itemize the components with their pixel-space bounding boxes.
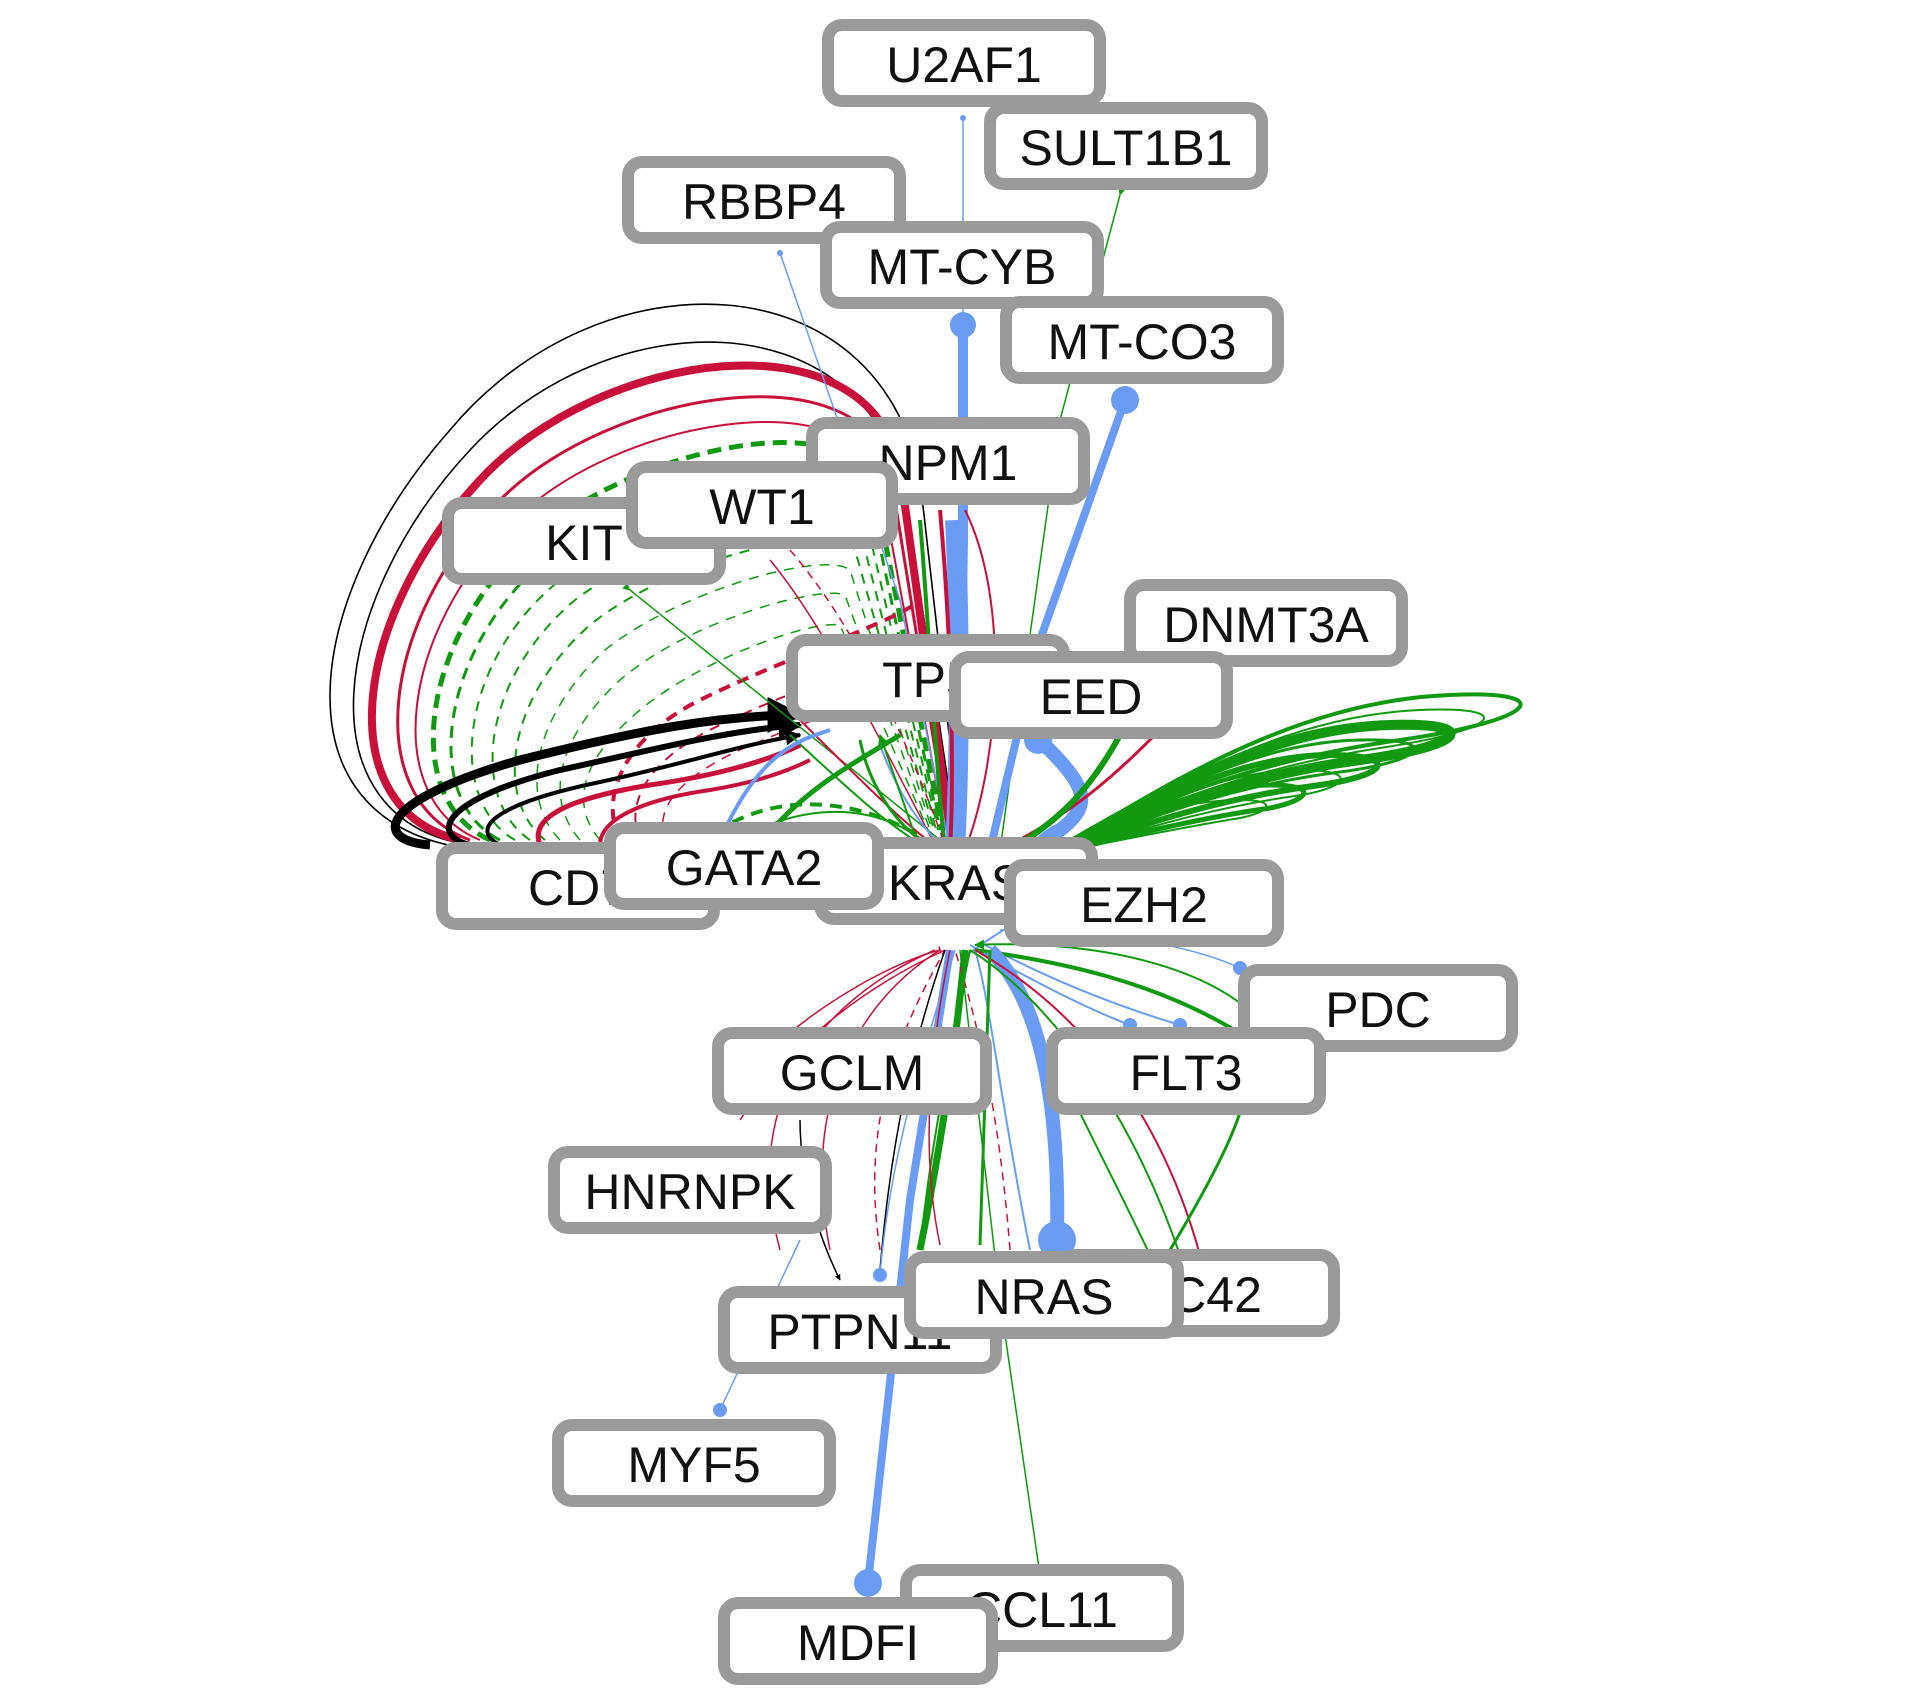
node-box	[949, 651, 1233, 739]
node-label: NPM1	[879, 435, 1018, 491]
node-label: KRAS	[888, 855, 1024, 911]
node-label: DNMT3A	[1163, 597, 1369, 653]
node-box	[820, 221, 1104, 309]
node-box	[1000, 296, 1284, 384]
node-label: MYF5	[627, 1437, 760, 1493]
node-label: MT-CYB	[868, 239, 1057, 295]
edge-mtco3-dot	[1111, 386, 1139, 414]
edge-loop-red-dash-2	[634, 639, 911, 841]
node-label: U2AF1	[886, 37, 1042, 93]
edge-cd7-tp53-black-2	[445, 714, 803, 848]
node-box	[626, 461, 898, 549]
node-sult1b1[interactable]: SULT1B1	[984, 102, 1268, 190]
edge-mtcyb-dot	[950, 312, 976, 338]
node-box	[552, 1419, 836, 1507]
edge-mdfi-dot	[854, 1569, 882, 1597]
node-gclm[interactable]: GCLM	[712, 1027, 992, 1115]
node-box	[622, 156, 906, 244]
node-box	[984, 102, 1268, 190]
node-eed[interactable]: EED	[949, 651, 1233, 739]
node-box	[1238, 964, 1518, 1052]
node-box	[604, 822, 884, 910]
node-gata2[interactable]: GATA2	[604, 822, 884, 910]
edge-flt3-kras-b	[984, 944, 1181, 1026]
edge-loop-black-2	[352, 341, 956, 846]
node-label: GATA2	[666, 840, 823, 896]
edge-loop-green-4	[491, 513, 937, 841]
edge-nras-kras-blue	[984, 945, 1065, 1241]
node-u2af1[interactable]: U2AF1	[822, 19, 1106, 107]
node-mt-co3[interactable]: MT-CO3	[1000, 296, 1284, 384]
edge-nras-dot	[1038, 1221, 1076, 1259]
edge-nras-kras-thin	[974, 949, 1031, 1251]
node-box	[718, 1597, 998, 1685]
edge-right-loop-6	[1059, 768, 1342, 851]
edge-kit-kras	[622, 582, 941, 841]
node-box	[548, 1146, 832, 1234]
edge-cd7-red-5	[598, 758, 811, 846]
node-box	[712, 1027, 992, 1115]
node-label: MDFI	[797, 1615, 919, 1671]
node-box	[1004, 859, 1284, 947]
edge-loop-green-7	[559, 592, 931, 841]
node-myf5[interactable]: MYF5	[552, 1419, 836, 1507]
node-nras[interactable]: NRAS	[904, 1251, 1184, 1339]
node-label: FLT3	[1130, 1045, 1243, 1101]
edge-pdc-kras-2	[974, 948, 1252, 1042]
node-hnrnpk[interactable]: HNRNPK	[548, 1146, 832, 1234]
node-mt-cyb[interactable]: MT-CYB	[820, 221, 1104, 309]
node-box	[904, 1251, 1184, 1339]
node-mdfi[interactable]: MDFI	[718, 1597, 998, 1685]
edge-right-loop-5	[1058, 751, 1381, 853]
edge-loop-red-1	[368, 361, 954, 844]
edge-loop-black-1	[329, 303, 961, 851]
node-box	[1046, 1027, 1326, 1115]
node-label: KIT	[545, 515, 623, 571]
node-label: GCLM	[780, 1045, 924, 1101]
node-box	[1124, 579, 1408, 667]
edge-cd7-tp53-black-1	[390, 697, 804, 850]
edge-cd7-kras-blue	[718, 728, 831, 841]
node-ezh2[interactable]: EZH2	[1004, 859, 1284, 947]
edge-cd7-red-4	[535, 742, 802, 846]
node-label: WT1	[709, 479, 815, 535]
edge-group-right-loops	[1057, 692, 1523, 855]
edge-right-loop-8	[1059, 798, 1268, 851]
edge-wt1-kras-2	[789, 549, 946, 846]
edge-loop-green-6	[536, 564, 933, 841]
edge-loop-red-2	[396, 395, 950, 842]
edge-loop-red-dash-3	[661, 679, 901, 841]
node-label: NRAS	[975, 1269, 1114, 1325]
node-label: EED	[1040, 669, 1143, 725]
edge-myf5-dot	[713, 1403, 727, 1417]
node-pdc[interactable]: PDC	[1238, 964, 1518, 1052]
node-dnmt3a[interactable]: DNMT3A	[1124, 579, 1408, 667]
edge-right-loop-7	[1058, 782, 1307, 853]
edge-rbbp4-kras	[777, 250, 951, 851]
node-box	[822, 19, 1106, 107]
node-rbbp4[interactable]: RBBP4	[622, 156, 906, 244]
edge-loop-red-dash-1	[610, 598, 922, 841]
node-label: HNRNPK	[584, 1164, 795, 1220]
node-label: EZH2	[1080, 877, 1208, 933]
edge-hub-green-up	[878, 734, 921, 851]
edge-cd7-tp53-black-3	[485, 729, 802, 847]
node-flt3[interactable]: FLT3	[1046, 1027, 1326, 1115]
node-label: MT-CO3	[1048, 314, 1237, 370]
node-label: SULT1B1	[1019, 120, 1232, 176]
edge-ptpn11-dot	[873, 1268, 887, 1282]
node-wt1[interactable]: WT1	[626, 461, 898, 549]
node-npm1[interactable]: NPM1	[806, 417, 1090, 505]
node-label: PDC	[1325, 982, 1431, 1038]
node-label: RBBP4	[682, 174, 846, 230]
